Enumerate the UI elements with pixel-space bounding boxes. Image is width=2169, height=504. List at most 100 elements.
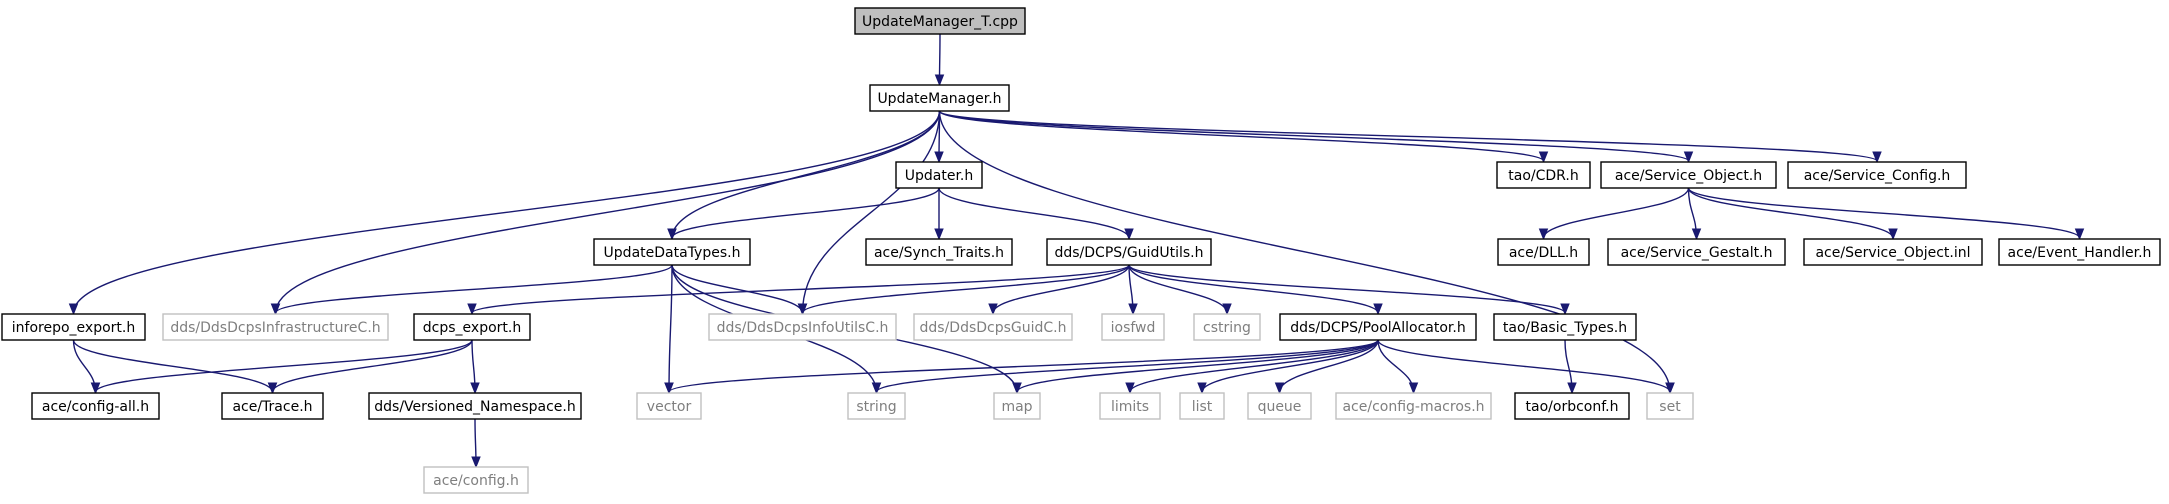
- node-root[interactable]: UpdateManager_T.cpp: [854, 7, 1026, 35]
- node-box: [593, 238, 751, 266]
- edge-updater-to-synch: [934, 188, 944, 241]
- node-svc_obj[interactable]: ace/Service_Object.h: [1600, 161, 1777, 189]
- node-box: [708, 313, 897, 341]
- node-label: ace/Service_Config.h: [1804, 168, 1951, 184]
- node-label: map: [1001, 399, 1032, 415]
- node-box: [1193, 313, 1261, 341]
- edge-line: [1278, 339, 1379, 393]
- node-svc_cfg[interactable]: ace/Service_Config.h: [1787, 161, 1967, 189]
- edge-line: [1129, 339, 1379, 393]
- edge-line: [668, 339, 1379, 393]
- edge-pool-to-queue: [1274, 339, 1379, 395]
- node-evh[interactable]: ace/Event_Handler.h: [1998, 238, 2161, 266]
- node-label: vector: [647, 399, 692, 415]
- node-label: Updater.h: [905, 168, 974, 184]
- node-label: set: [1659, 399, 1681, 415]
- edge-line: [274, 264, 673, 314]
- node-box: [1514, 392, 1630, 420]
- edge-arrowhead: [1691, 228, 1702, 241]
- edge-line: [938, 110, 1690, 162]
- node-box: [423, 466, 529, 494]
- edge-line: [271, 339, 473, 393]
- node-udt[interactable]: UpdateDataTypes.h: [593, 238, 751, 266]
- node-inforepo[interactable]: inforepo_export.h: [1, 313, 146, 341]
- node-updater[interactable]: Updater.h: [895, 161, 983, 189]
- node-dcps_exp[interactable]: dcps_export.h: [413, 313, 531, 341]
- edge-guid-to-cstring: [1128, 264, 1232, 316]
- node-label: ace/config.h: [433, 473, 519, 489]
- node-trace[interactable]: ace/Trace.h: [221, 392, 324, 420]
- edge-arrowhead: [1560, 303, 1570, 316]
- edge-arrowhead: [797, 303, 808, 316]
- edge-dcps_exp-to-vns: [470, 339, 480, 395]
- edge-line: [72, 110, 941, 314]
- edge-arrowhead: [470, 382, 480, 395]
- node-cfg_macros: ace/config-macros.h: [1335, 392, 1492, 420]
- edge-arrowhead: [934, 151, 944, 164]
- edge-pool-to-vector: [664, 339, 1379, 395]
- node-label: UpdateManager.h: [877, 91, 1001, 107]
- node-box: [1101, 313, 1165, 341]
- edge-line: [875, 339, 1379, 393]
- edge-line: [671, 110, 941, 239]
- node-basic[interactable]: tao/Basic_Types.h: [1493, 313, 1637, 341]
- node-box: [895, 161, 983, 189]
- edge-dcps_exp-to-cfg_all: [90, 339, 473, 395]
- edge-line: [938, 187, 1130, 239]
- node-orbconf[interactable]: tao/orbconf.h: [1514, 392, 1630, 420]
- edge-arrowhead: [1012, 382, 1022, 395]
- edge-basic-to-orbconf: [1564, 339, 1577, 395]
- node-svc_inl[interactable]: ace/Service_Object.inl: [1803, 238, 1983, 266]
- node-label: UpdateDataTypes.h: [604, 245, 741, 261]
- node-synch[interactable]: ace/Synch_Traits.h: [865, 238, 1013, 266]
- node-label: dds/DdsDcpsGuidC.h: [920, 320, 1067, 336]
- edge-arrowhead: [68, 303, 79, 316]
- node-label: limits: [1111, 399, 1149, 415]
- edge-arrowhead: [667, 228, 677, 241]
- edge-line: [1016, 339, 1379, 393]
- edge-line: [1128, 264, 1228, 314]
- edge-line: [1687, 187, 1894, 239]
- node-cfg_all[interactable]: ace/config-all.h: [31, 392, 160, 420]
- edge-arrowhead: [1888, 228, 1898, 241]
- edge-arrowhead: [1124, 228, 1134, 241]
- node-label: dcps_export.h: [423, 320, 521, 336]
- node-map: map: [993, 392, 1041, 420]
- edge-pool-to-map: [1012, 339, 1379, 395]
- node-um[interactable]: UpdateManager.h: [869, 84, 1010, 112]
- node-label: dds/DdsDcpsInfrastructureC.h: [170, 320, 380, 336]
- nodes-layer: UpdateManager_T.cppUpdateManager.hUpdate…: [1, 7, 2161, 494]
- node-gestalt[interactable]: ace/Service_Gestalt.h: [1607, 238, 1786, 266]
- edge-inforepo-to-trace: [72, 339, 278, 395]
- edge-um-to-tao_cdr: [938, 110, 1549, 164]
- edge-pool-to-cfg_macros: [1377, 339, 1419, 395]
- edge-line: [1201, 339, 1379, 393]
- edge-arrowhead: [1274, 382, 1285, 395]
- node-label: ace/config-macros.h: [1342, 399, 1484, 415]
- node-box: [865, 238, 1013, 266]
- node-dll[interactable]: ace/DLL.h: [1497, 238, 1590, 266]
- node-box: [1046, 238, 1212, 266]
- node-box: [1787, 161, 1967, 189]
- node-tao_cdr[interactable]: tao/CDR.h: [1496, 161, 1591, 189]
- node-label: string: [856, 399, 896, 415]
- node-box: [413, 313, 531, 341]
- edge-arrowhead: [1567, 382, 1577, 395]
- node-vns[interactable]: dds/Versioned_Namespace.h: [368, 392, 582, 420]
- node-label: ace/Service_Object.inl: [1815, 245, 1970, 261]
- node-box: [1335, 392, 1492, 420]
- edge-guid-to-iosfwd: [1128, 264, 1138, 316]
- node-label: dds/DCPS/GuidUtils.h: [1054, 245, 1203, 261]
- edge-arrowhead: [90, 382, 101, 395]
- edge-line: [938, 110, 1545, 162]
- node-box: [913, 313, 1073, 341]
- edge-guid-to-infoutils: [797, 264, 1130, 316]
- node-box: [636, 392, 702, 420]
- edge-arrowhead: [1125, 382, 1135, 395]
- node-box: [221, 392, 324, 420]
- node-label: dds/Versioned_Namespace.h: [374, 399, 575, 415]
- edge-svc_obj-to-gestalt: [1687, 187, 1702, 241]
- node-pool[interactable]: dds/DCPS/PoolAllocator.h: [1279, 313, 1477, 341]
- node-box: [1600, 161, 1777, 189]
- node-guid[interactable]: dds/DCPS/GuidUtils.h: [1046, 238, 1212, 266]
